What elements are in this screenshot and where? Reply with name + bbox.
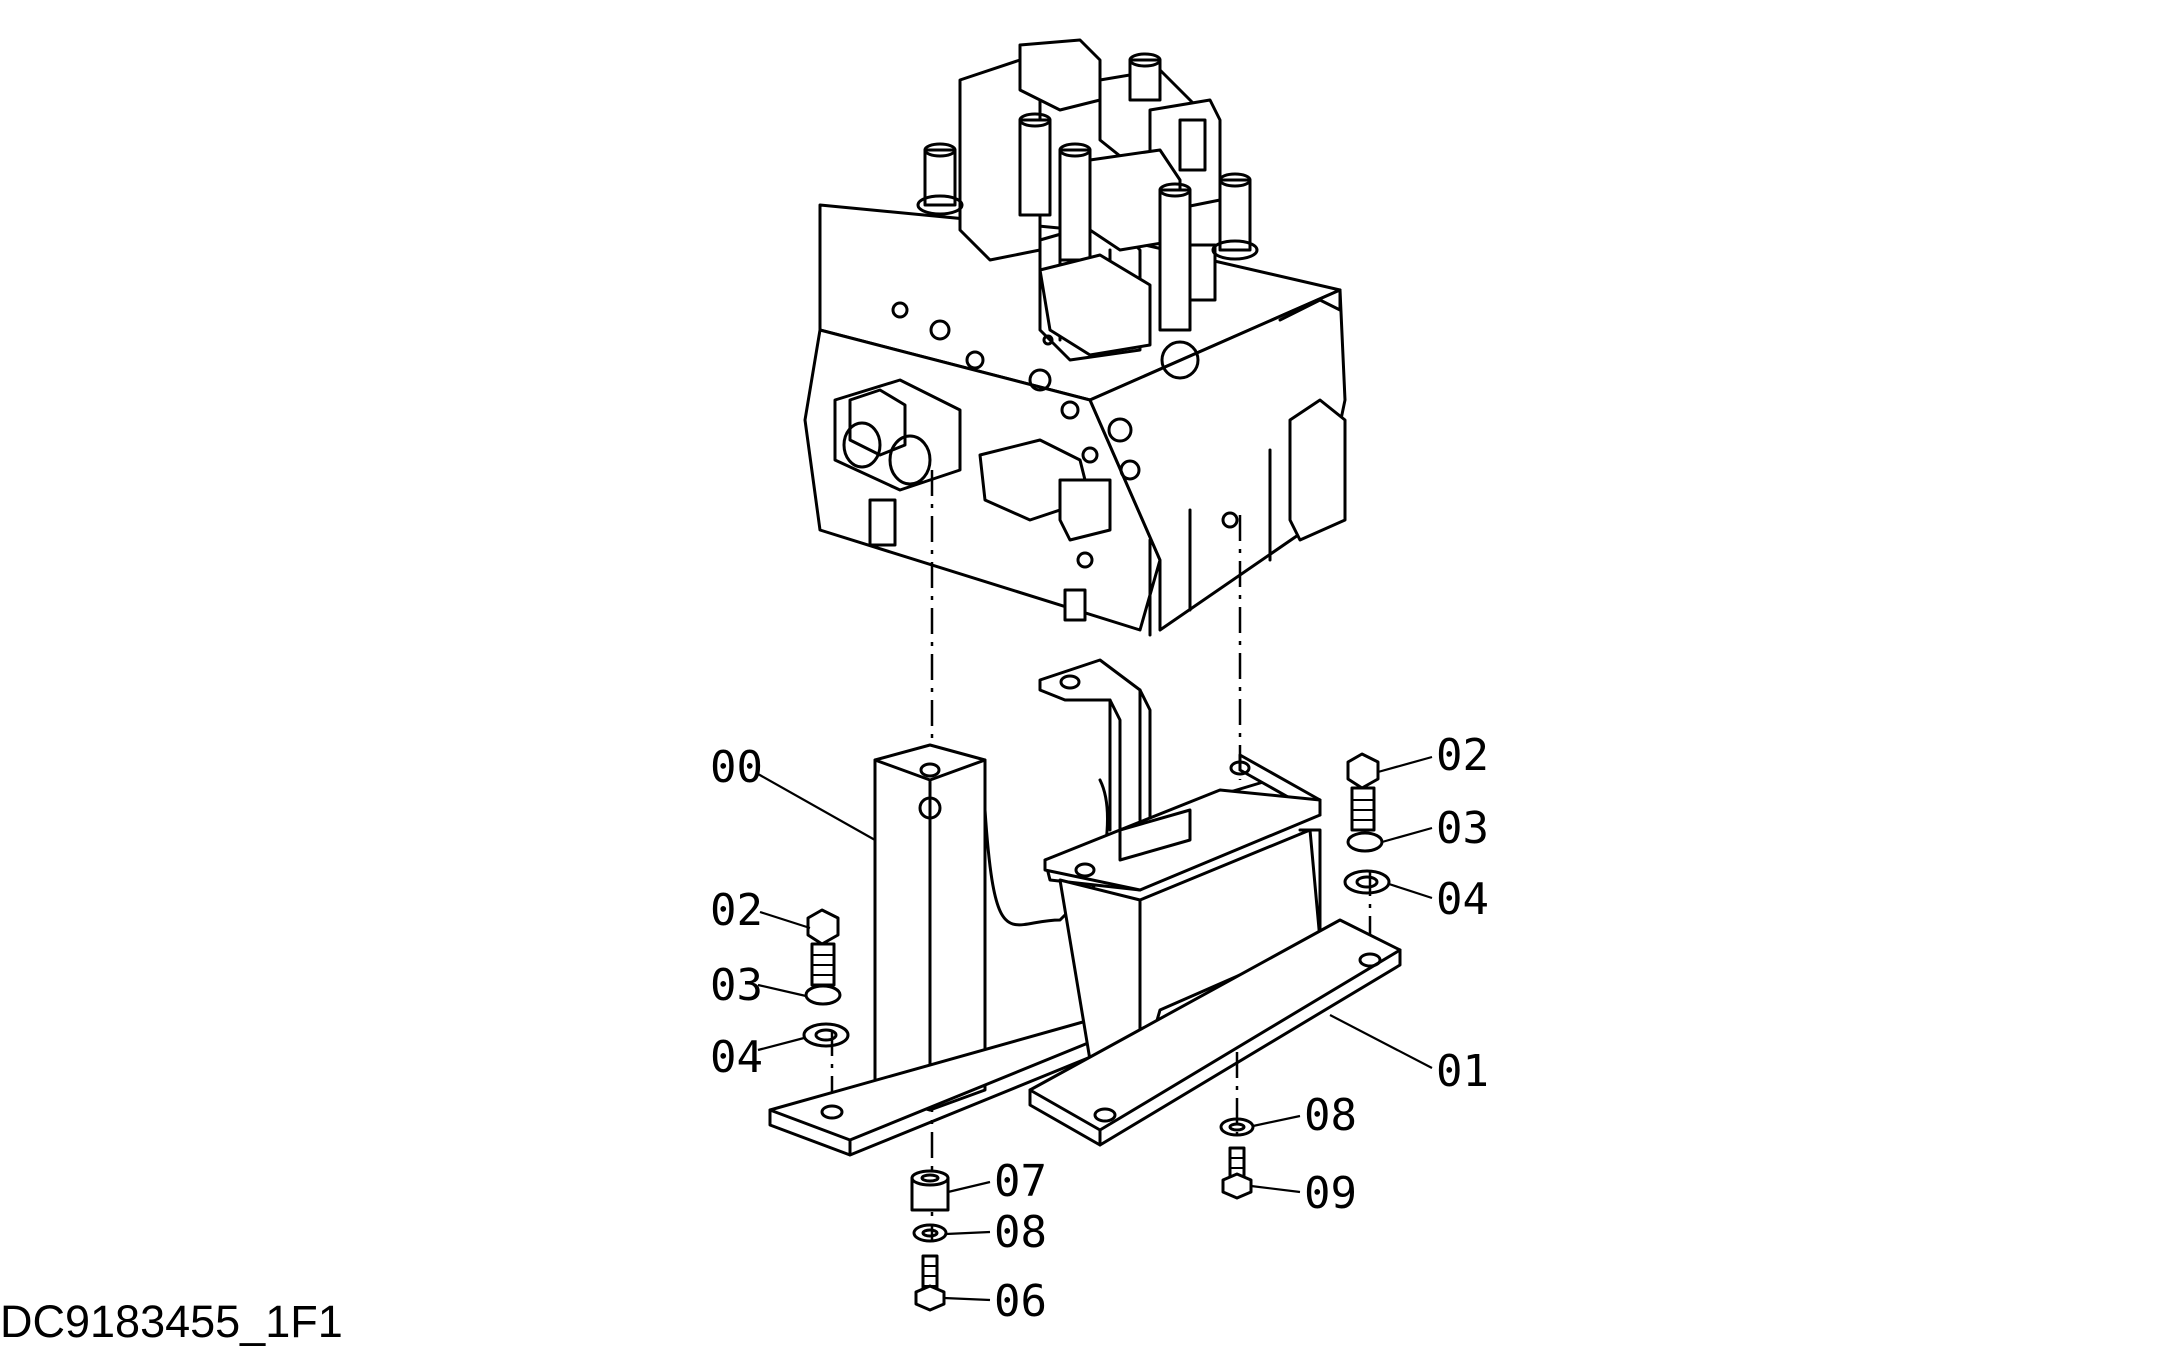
callout-03-left: 03 — [710, 960, 763, 1011]
callout-06: 06 — [994, 1276, 1047, 1327]
callout-02-right: 02 — [1436, 730, 1489, 781]
callout-08-left: 08 — [994, 1207, 1047, 1258]
callout-09: 09 — [1304, 1168, 1357, 1219]
callout-00: 00 — [710, 742, 763, 793]
control-valve-assembly — [803, 38, 1347, 637]
drawing-id-label: DC9183455_1F1 — [0, 1296, 343, 1347]
bolt-09 — [1221, 1146, 1253, 1200]
bolt-02-right — [1346, 752, 1380, 832]
callout-04-left: 04 — [710, 1032, 763, 1083]
spring-washer-03-left — [804, 984, 842, 1006]
callout-01: 01 — [1436, 1046, 1489, 1097]
callout-08-right: 08 — [1304, 1090, 1357, 1141]
callout-03-right: 03 — [1436, 803, 1489, 854]
spacer-07 — [910, 1169, 950, 1212]
callout-02-left: 02 — [710, 885, 763, 936]
washer-08-right — [1219, 1117, 1255, 1137]
leader-lines — [757, 755, 1433, 1302]
washer-08-left — [912, 1223, 948, 1243]
callout-07: 07 — [994, 1156, 1047, 1207]
bolt-06 — [914, 1254, 946, 1312]
spring-washer-03-right — [1346, 831, 1384, 853]
bracket-right — [1028, 658, 1402, 1147]
washer-04-left — [802, 1022, 850, 1048]
bolt-02-left — [806, 908, 840, 987]
callout-04-right: 04 — [1436, 874, 1489, 925]
callout-labels: 00 01 02 03 04 02 03 04 07 08 06 08 09 — [710, 730, 1489, 1327]
washer-04-right — [1343, 869, 1391, 895]
bracket-left — [768, 743, 1122, 1157]
